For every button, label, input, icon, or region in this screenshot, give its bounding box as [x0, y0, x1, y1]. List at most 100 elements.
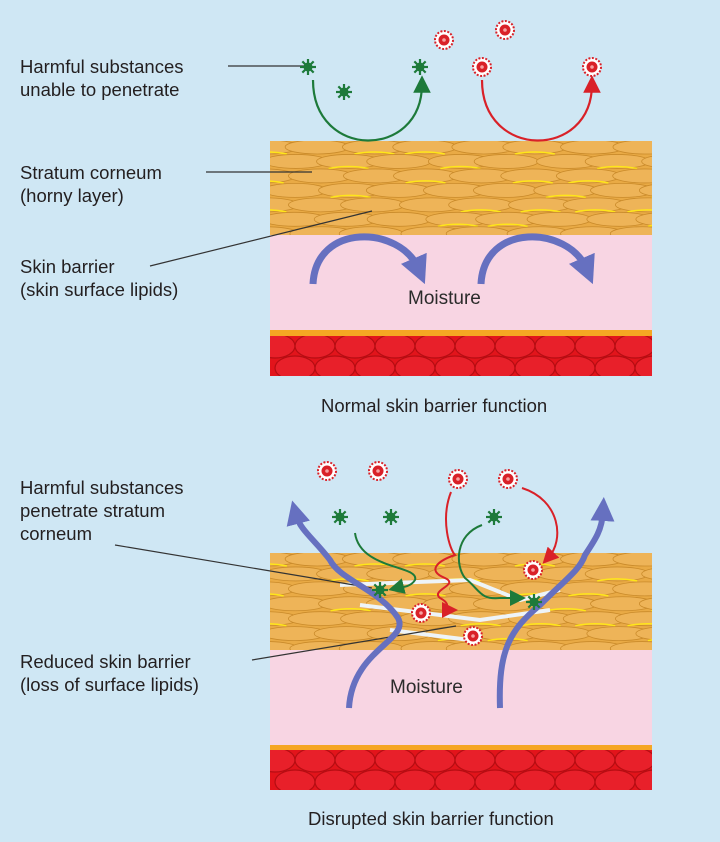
lipid-streak	[405, 593, 446, 597]
center	[325, 469, 329, 473]
dermis-cell	[514, 769, 556, 790]
dermis-cell	[270, 336, 296, 359]
dermis-cell	[534, 750, 576, 773]
red-particle-icon	[317, 461, 337, 481]
lipid-streak	[270, 593, 284, 597]
dermis-cell	[374, 336, 416, 359]
label-harmful-penetrate: Harmful substances penetrate stratum cor…	[20, 476, 183, 545]
corneocyte	[638, 184, 652, 197]
corneocyte	[615, 611, 652, 627]
dermis-cell	[574, 750, 616, 773]
corneocyte	[635, 212, 652, 226]
moisture-retained-arrow	[477, 233, 595, 285]
dermis-cell	[494, 336, 536, 359]
lipid-streak	[487, 223, 528, 228]
corneocyte	[526, 626, 592, 642]
label-line: (loss of surface lipids)	[20, 674, 199, 695]
caption-normal: Normal skin barrier function	[321, 395, 548, 416]
label-line: Harmful substances	[20, 477, 184, 498]
lipid-streak	[597, 578, 638, 582]
dermis-cell	[414, 336, 456, 359]
lipid-streak	[647, 224, 652, 228]
disrupted-corneocyte-texture	[270, 553, 652, 650]
disrupted-basal-line	[270, 745, 652, 750]
dermis-cell	[374, 750, 416, 773]
corneocyte	[641, 568, 652, 580]
label-line: Skin barrier	[20, 256, 115, 277]
green-deflect-arrow	[311, 75, 431, 142]
corneocyte	[590, 182, 652, 198]
dermis-cell	[294, 336, 336, 359]
red-particle-icon	[523, 560, 543, 580]
moisture-retained-arrow	[309, 233, 427, 285]
corneocyte	[366, 154, 432, 169]
moisture-loss-arrow	[496, 497, 615, 709]
core	[339, 87, 349, 97]
core	[335, 512, 345, 522]
dermis-cell	[554, 355, 596, 376]
corneocyte	[270, 182, 328, 198]
green-particle-icon	[336, 84, 352, 100]
dermis-cell	[474, 769, 516, 790]
red-penetrate-arrow	[521, 487, 560, 564]
corneocyte	[270, 596, 328, 612]
corneocyte	[366, 211, 432, 227]
corneocyte	[615, 197, 652, 213]
center	[456, 477, 460, 481]
lipid-streak	[270, 209, 287, 213]
red-particle-icon	[498, 469, 518, 489]
lipid-streak	[627, 209, 652, 213]
core	[386, 512, 396, 522]
label-harmful-unable: Harmful substances unable to penetrate	[20, 55, 183, 101]
moisture-label: Moisture	[408, 288, 481, 309]
core	[529, 597, 539, 607]
dermis-cell	[454, 336, 496, 359]
green-particle-icon	[372, 582, 388, 598]
lipid-streak	[575, 622, 616, 627]
lipid-streak	[270, 180, 284, 184]
dermis-cell	[514, 355, 556, 376]
dermis-cell	[634, 769, 652, 790]
green-penetrate-arrow	[457, 524, 526, 606]
dermis-cell	[394, 355, 436, 376]
lipid-streak	[270, 563, 288, 567]
corneocyte	[612, 168, 652, 184]
core	[489, 512, 499, 522]
dermis-cell	[414, 750, 456, 773]
dermis-cell	[314, 355, 356, 376]
green-particle-icon	[332, 509, 348, 525]
dermis-cells	[270, 336, 652, 376]
center	[442, 38, 446, 42]
leader-reduced	[251, 625, 457, 661]
corneocyte	[473, 154, 539, 169]
lipid-streak	[330, 194, 371, 199]
red-particle-icon	[411, 603, 431, 623]
lipid-streak	[270, 623, 287, 627]
particles	[300, 20, 602, 646]
green-particle-icon	[300, 59, 316, 75]
lipid-streak	[404, 151, 445, 155]
core	[415, 62, 425, 72]
green-particle-icon	[526, 594, 542, 610]
label-line: Harmful substances	[20, 56, 184, 77]
red-particle-icon	[495, 20, 515, 40]
corneocyte	[526, 211, 592, 227]
dermis-cell	[494, 750, 536, 773]
disrupted-dermis-cells	[270, 750, 652, 790]
dermis-cell	[614, 750, 652, 773]
dermis-cell	[534, 336, 576, 359]
label-line: corneum	[20, 523, 92, 544]
corneocyte	[612, 141, 652, 155]
dermis-cell	[634, 355, 652, 376]
dermis-cell	[574, 336, 616, 359]
red-particle-icon	[463, 626, 483, 646]
lipid-streak	[568, 180, 609, 184]
corneocyte	[609, 226, 652, 235]
label-skin-barrier: Skin barrier (skin surface lipids)	[20, 255, 178, 301]
dermis-cell	[554, 769, 596, 790]
dermis-cell	[274, 355, 316, 376]
red-particle-icon	[368, 461, 388, 481]
corneocyte	[590, 596, 652, 612]
label-line: (skin surface lipids)	[20, 279, 179, 300]
